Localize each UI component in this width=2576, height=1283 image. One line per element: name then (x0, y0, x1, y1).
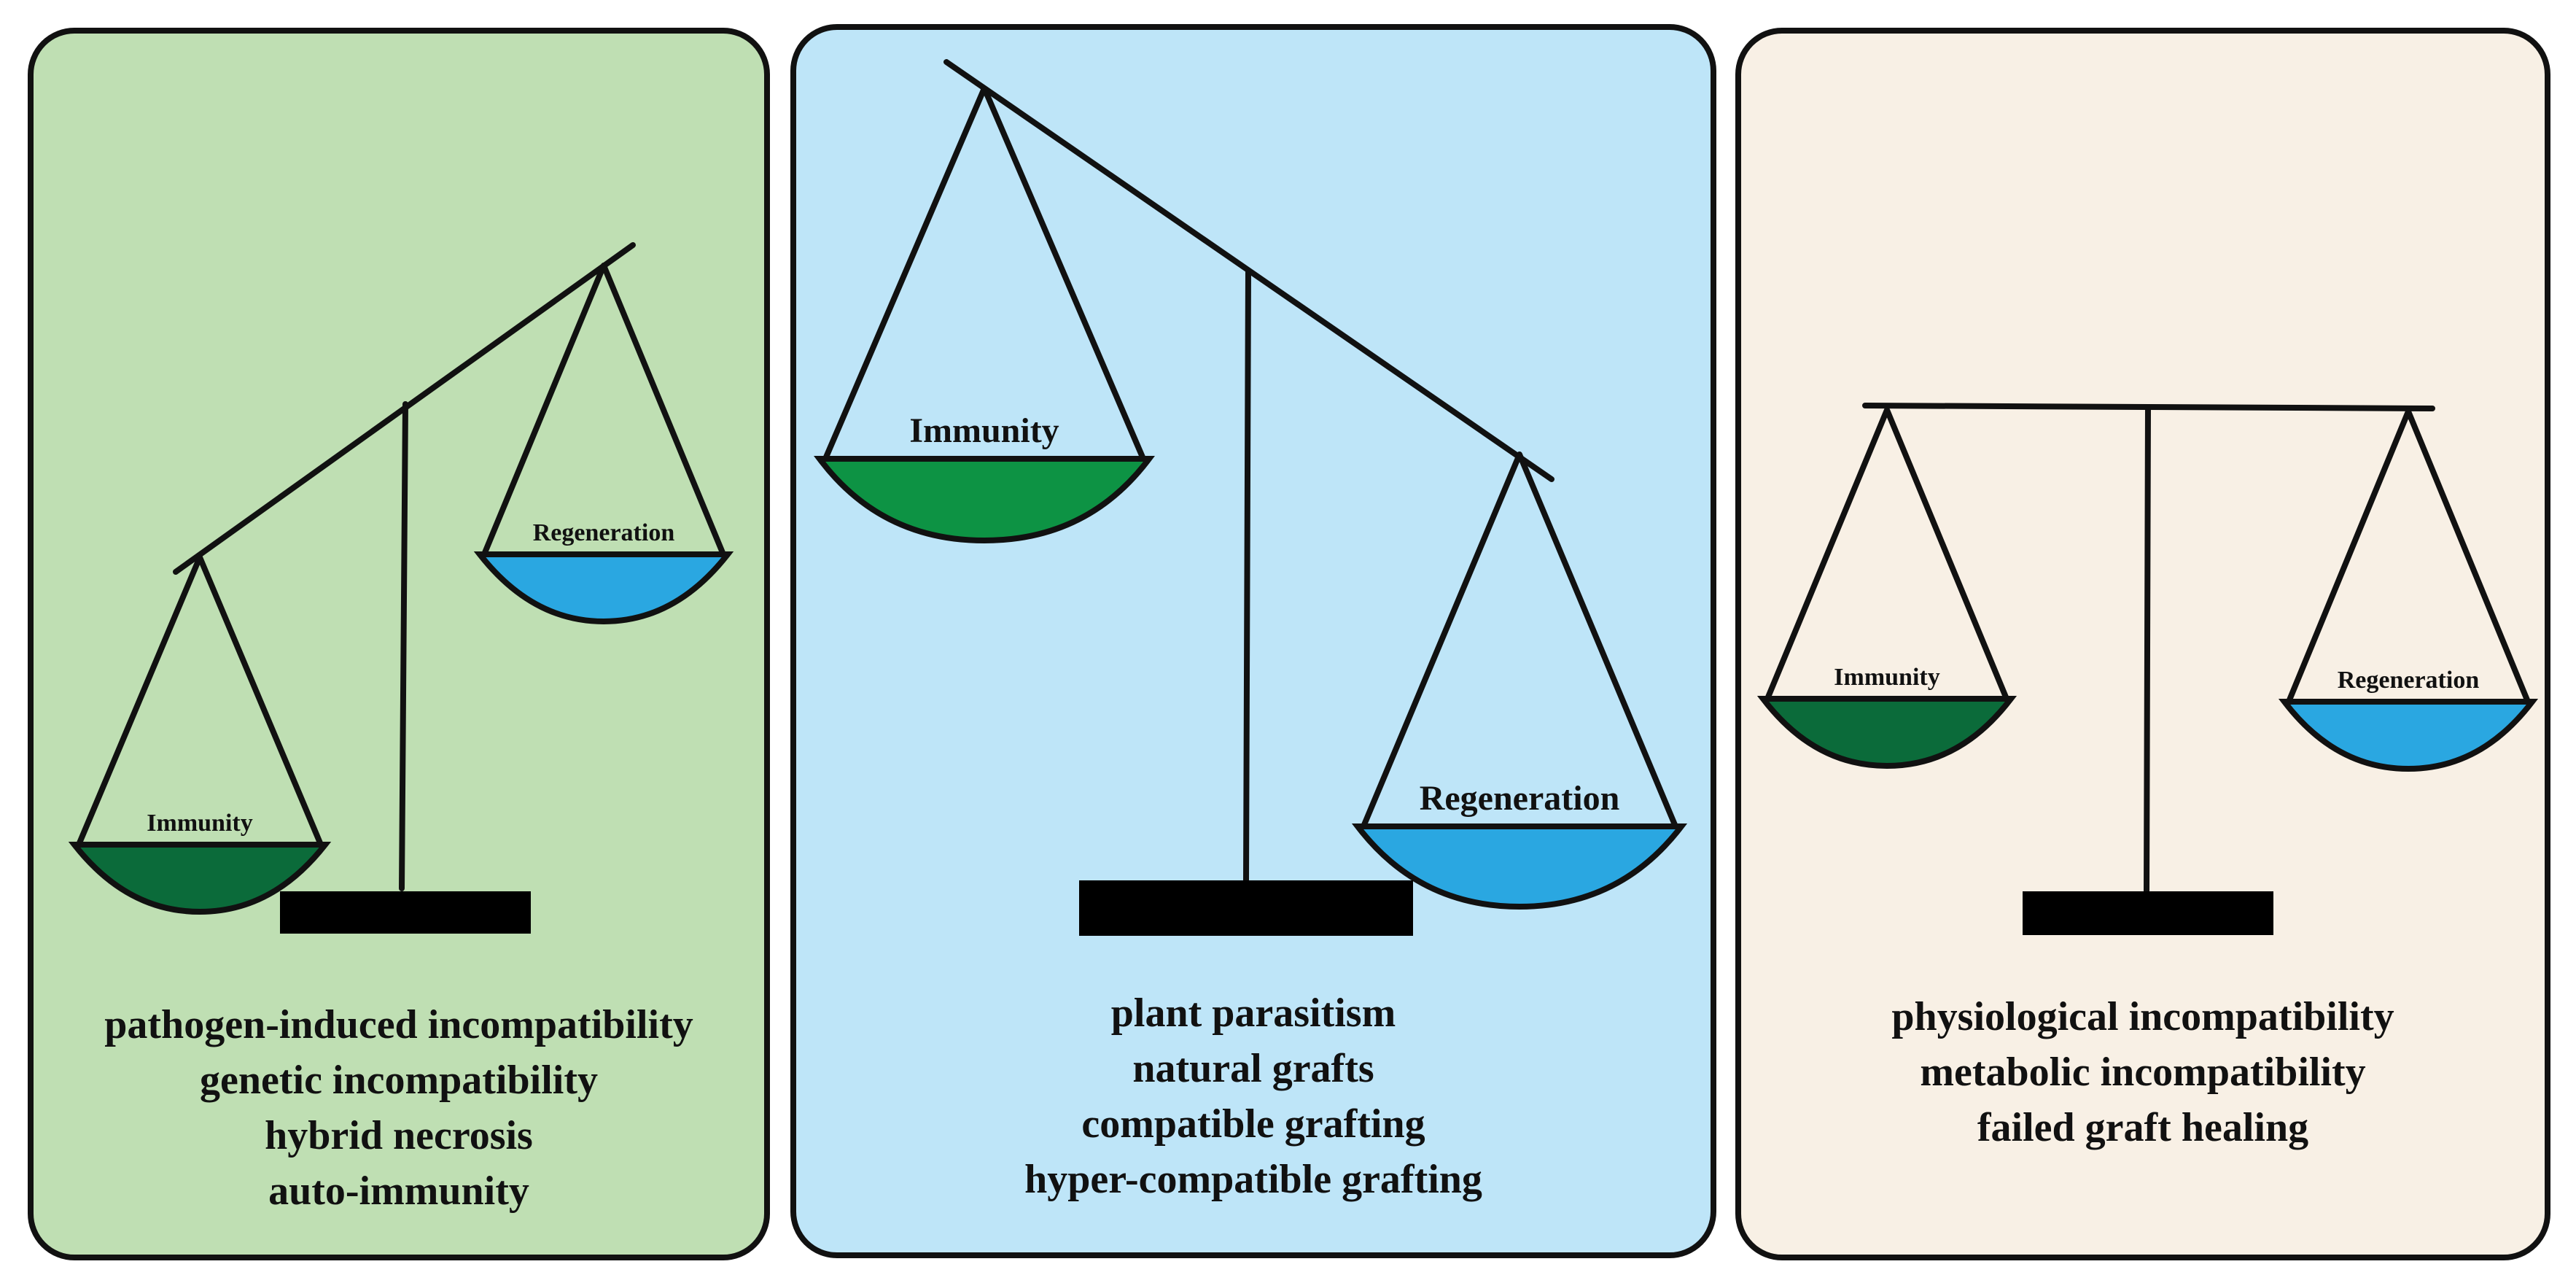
panel-captions: physiological incompatibility metabolic … (1741, 989, 2545, 1155)
caption-line: plant parasitism (1110, 991, 1396, 1036)
immunity-pan (813, 456, 1156, 544)
immunity-pan-label: Immunity (909, 411, 1059, 450)
caption-line: genetic incompatibility (200, 1058, 598, 1103)
caption-line: metabolic incompatibility (1920, 1050, 2366, 1095)
regeneration-pan-label: Regeneration (1420, 779, 1620, 818)
scale-pillar (399, 401, 408, 891)
scale-pillar (1243, 268, 1251, 883)
caption-line: physiological incompatibility (1891, 994, 2394, 1039)
immunity-pan-label: Immunity (147, 810, 252, 837)
scale-base (1079, 880, 1413, 936)
regeneration-pan (473, 551, 734, 625)
caption-line: hyper-compatible grafting (1024, 1157, 1482, 1202)
scale-pillar (2144, 404, 2151, 894)
panel-regeneration-dominant: Immunity Regeneration plant parasitism n… (790, 24, 1716, 1258)
caption-line: hybrid necrosis (265, 1113, 533, 1158)
immunity-pan-label: Immunity (1834, 664, 1939, 691)
right-pan-strings (2286, 408, 2531, 705)
left-pan-strings (822, 85, 1146, 462)
scale-base (2023, 891, 2273, 935)
regeneration-pan-label: Regeneration (2338, 667, 2480, 694)
caption-line: pathogen-induced incompatibility (104, 1002, 693, 1047)
panel-captions: pathogen-induced incompatibility genetic… (34, 997, 764, 1219)
panel-captions: plant parasitism natural grafts compatib… (796, 985, 1711, 1207)
caption-line: auto-immunity (268, 1168, 529, 1214)
balance-scale-tilted-right: Immunity Regeneration (813, 59, 1688, 936)
panel-balanced: Immunity Regeneration physiological inco… (1735, 28, 2550, 1260)
balance-scale-tilted-left: Immunity Regeneration (68, 242, 734, 934)
scale-base (280, 891, 531, 934)
caption-line: compatible grafting (1081, 1101, 1425, 1147)
caption-line: failed graft healing (1977, 1105, 2309, 1150)
left-pan-strings (76, 554, 324, 848)
regeneration-pan (1351, 823, 1688, 910)
regeneration-pan (2278, 699, 2539, 772)
regeneration-pan-label: Regeneration (533, 519, 675, 546)
immunity-pan (1756, 696, 2017, 770)
right-pan-strings (481, 263, 726, 557)
balance-scale-level: Immunity Regeneration (1756, 403, 2539, 935)
caption-line: natural grafts (1132, 1046, 1374, 1091)
panel-immunity-dominant: Immunity Regeneration pathogen-induced i… (28, 28, 770, 1260)
immunity-pan (68, 842, 332, 915)
right-pan-strings (1361, 451, 1678, 829)
left-pan-strings (1764, 407, 2009, 702)
